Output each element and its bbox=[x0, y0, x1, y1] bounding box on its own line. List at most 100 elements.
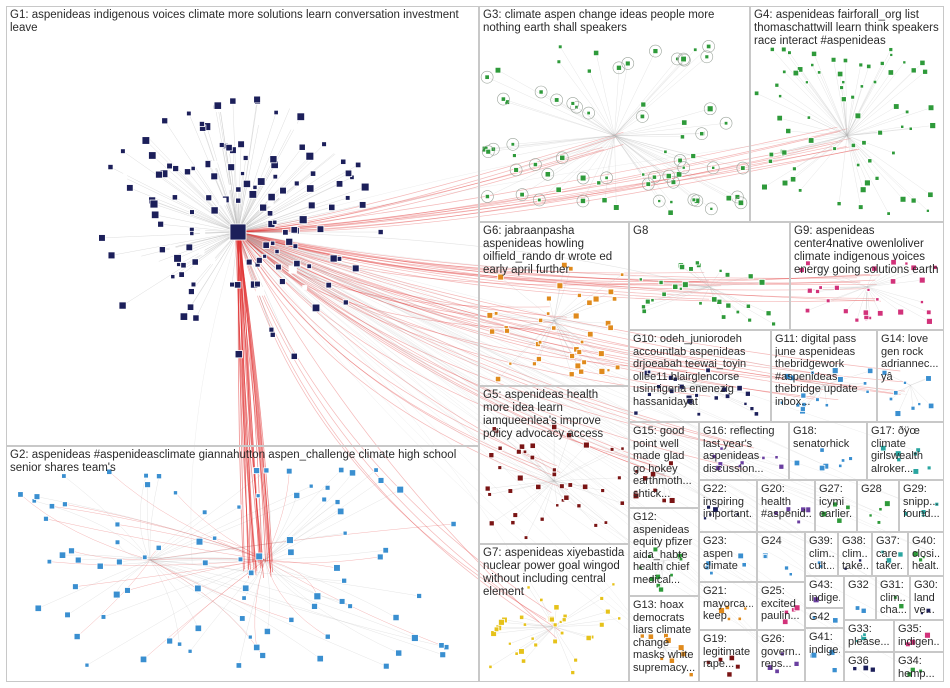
node[interactable] bbox=[262, 241, 270, 249]
node[interactable] bbox=[649, 576, 656, 582]
node[interactable] bbox=[793, 660, 800, 667]
node[interactable] bbox=[279, 278, 286, 285]
node[interactable] bbox=[487, 492, 492, 497]
node[interactable] bbox=[767, 158, 773, 164]
node[interactable] bbox=[782, 618, 789, 625]
node[interactable] bbox=[824, 403, 829, 408]
node[interactable] bbox=[416, 593, 423, 599]
node[interactable] bbox=[290, 226, 298, 234]
node[interactable] bbox=[568, 371, 575, 378]
group-box-g33[interactable]: G33: please... bbox=[844, 620, 894, 652]
node[interactable] bbox=[817, 70, 822, 75]
node[interactable] bbox=[484, 485, 491, 492]
node[interactable] bbox=[342, 530, 348, 536]
node[interactable] bbox=[926, 318, 933, 325]
node[interactable] bbox=[229, 97, 237, 105]
node[interactable] bbox=[744, 390, 751, 397]
node[interactable] bbox=[242, 584, 250, 592]
node[interactable] bbox=[335, 180, 344, 188]
node[interactable] bbox=[682, 281, 689, 288]
node[interactable] bbox=[668, 657, 675, 664]
node[interactable] bbox=[910, 197, 917, 204]
node[interactable] bbox=[485, 148, 492, 155]
group-box-g5[interactable]: G5: aspenideas health more idea learn ia… bbox=[479, 386, 629, 544]
node[interactable] bbox=[858, 62, 864, 68]
node[interactable] bbox=[609, 447, 615, 452]
node[interactable] bbox=[351, 264, 360, 273]
node[interactable] bbox=[286, 536, 294, 544]
node[interactable] bbox=[574, 104, 579, 110]
node[interactable] bbox=[915, 447, 921, 453]
group-box-g14[interactable]: G14: love gen rock adriannec... yâ bbox=[877, 330, 944, 422]
node[interactable] bbox=[512, 153, 517, 158]
node[interactable] bbox=[114, 539, 121, 546]
node[interactable] bbox=[912, 550, 919, 557]
node[interactable] bbox=[170, 274, 176, 280]
node[interactable] bbox=[646, 369, 652, 375]
node[interactable] bbox=[255, 118, 263, 125]
node[interactable] bbox=[187, 648, 193, 654]
node[interactable] bbox=[557, 44, 563, 50]
node[interactable] bbox=[686, 397, 694, 405]
node[interactable] bbox=[879, 60, 885, 66]
node[interactable] bbox=[841, 80, 846, 85]
node[interactable] bbox=[510, 142, 516, 147]
node[interactable] bbox=[587, 331, 594, 338]
node[interactable] bbox=[566, 432, 573, 439]
node[interactable] bbox=[619, 272, 625, 277]
node[interactable] bbox=[773, 510, 779, 516]
node[interactable] bbox=[392, 614, 400, 622]
node[interactable] bbox=[195, 537, 204, 546]
node[interactable] bbox=[257, 177, 266, 186]
node[interactable] bbox=[169, 244, 176, 251]
node[interactable] bbox=[836, 201, 842, 207]
node[interactable] bbox=[583, 441, 590, 449]
node[interactable] bbox=[724, 604, 730, 611]
node[interactable] bbox=[807, 137, 815, 144]
node[interactable] bbox=[815, 397, 820, 402]
node[interactable] bbox=[570, 670, 576, 676]
node[interactable] bbox=[726, 671, 733, 678]
node[interactable] bbox=[765, 310, 772, 317]
node[interactable] bbox=[439, 651, 447, 659]
node[interactable] bbox=[177, 641, 183, 647]
node[interactable] bbox=[779, 400, 784, 405]
node[interactable] bbox=[658, 279, 664, 285]
node[interactable] bbox=[510, 520, 516, 526]
node[interactable] bbox=[568, 266, 574, 272]
node[interactable] bbox=[189, 230, 195, 236]
node[interactable] bbox=[888, 396, 894, 402]
node[interactable] bbox=[607, 324, 614, 331]
node[interactable] bbox=[681, 165, 686, 170]
node[interactable] bbox=[382, 662, 390, 670]
node[interactable] bbox=[497, 273, 505, 281]
node[interactable] bbox=[812, 596, 820, 604]
node[interactable] bbox=[615, 64, 622, 71]
node[interactable] bbox=[186, 303, 195, 311]
node[interactable] bbox=[713, 395, 719, 401]
node[interactable] bbox=[886, 211, 891, 216]
group-box-g38[interactable]: G38: clim... take... bbox=[838, 532, 872, 576]
node[interactable] bbox=[150, 258, 159, 268]
node[interactable] bbox=[523, 535, 529, 540]
group-box-g28[interactable]: G28 bbox=[857, 480, 899, 532]
node[interactable] bbox=[740, 165, 746, 171]
node[interactable] bbox=[872, 79, 878, 85]
node[interactable] bbox=[572, 312, 580, 320]
node[interactable] bbox=[377, 229, 384, 236]
node[interactable] bbox=[112, 590, 121, 599]
node[interactable] bbox=[929, 122, 937, 129]
node[interactable] bbox=[693, 47, 698, 52]
node[interactable] bbox=[538, 89, 544, 95]
node[interactable] bbox=[776, 114, 783, 122]
node[interactable] bbox=[902, 60, 907, 65]
node[interactable] bbox=[74, 556, 82, 564]
node[interactable] bbox=[519, 191, 525, 198]
node[interactable] bbox=[774, 668, 780, 674]
node[interactable] bbox=[788, 572, 793, 577]
node[interactable] bbox=[158, 246, 166, 254]
node[interactable] bbox=[574, 362, 582, 370]
node[interactable] bbox=[926, 465, 932, 471]
node[interactable] bbox=[747, 317, 753, 323]
node[interactable] bbox=[900, 124, 905, 129]
